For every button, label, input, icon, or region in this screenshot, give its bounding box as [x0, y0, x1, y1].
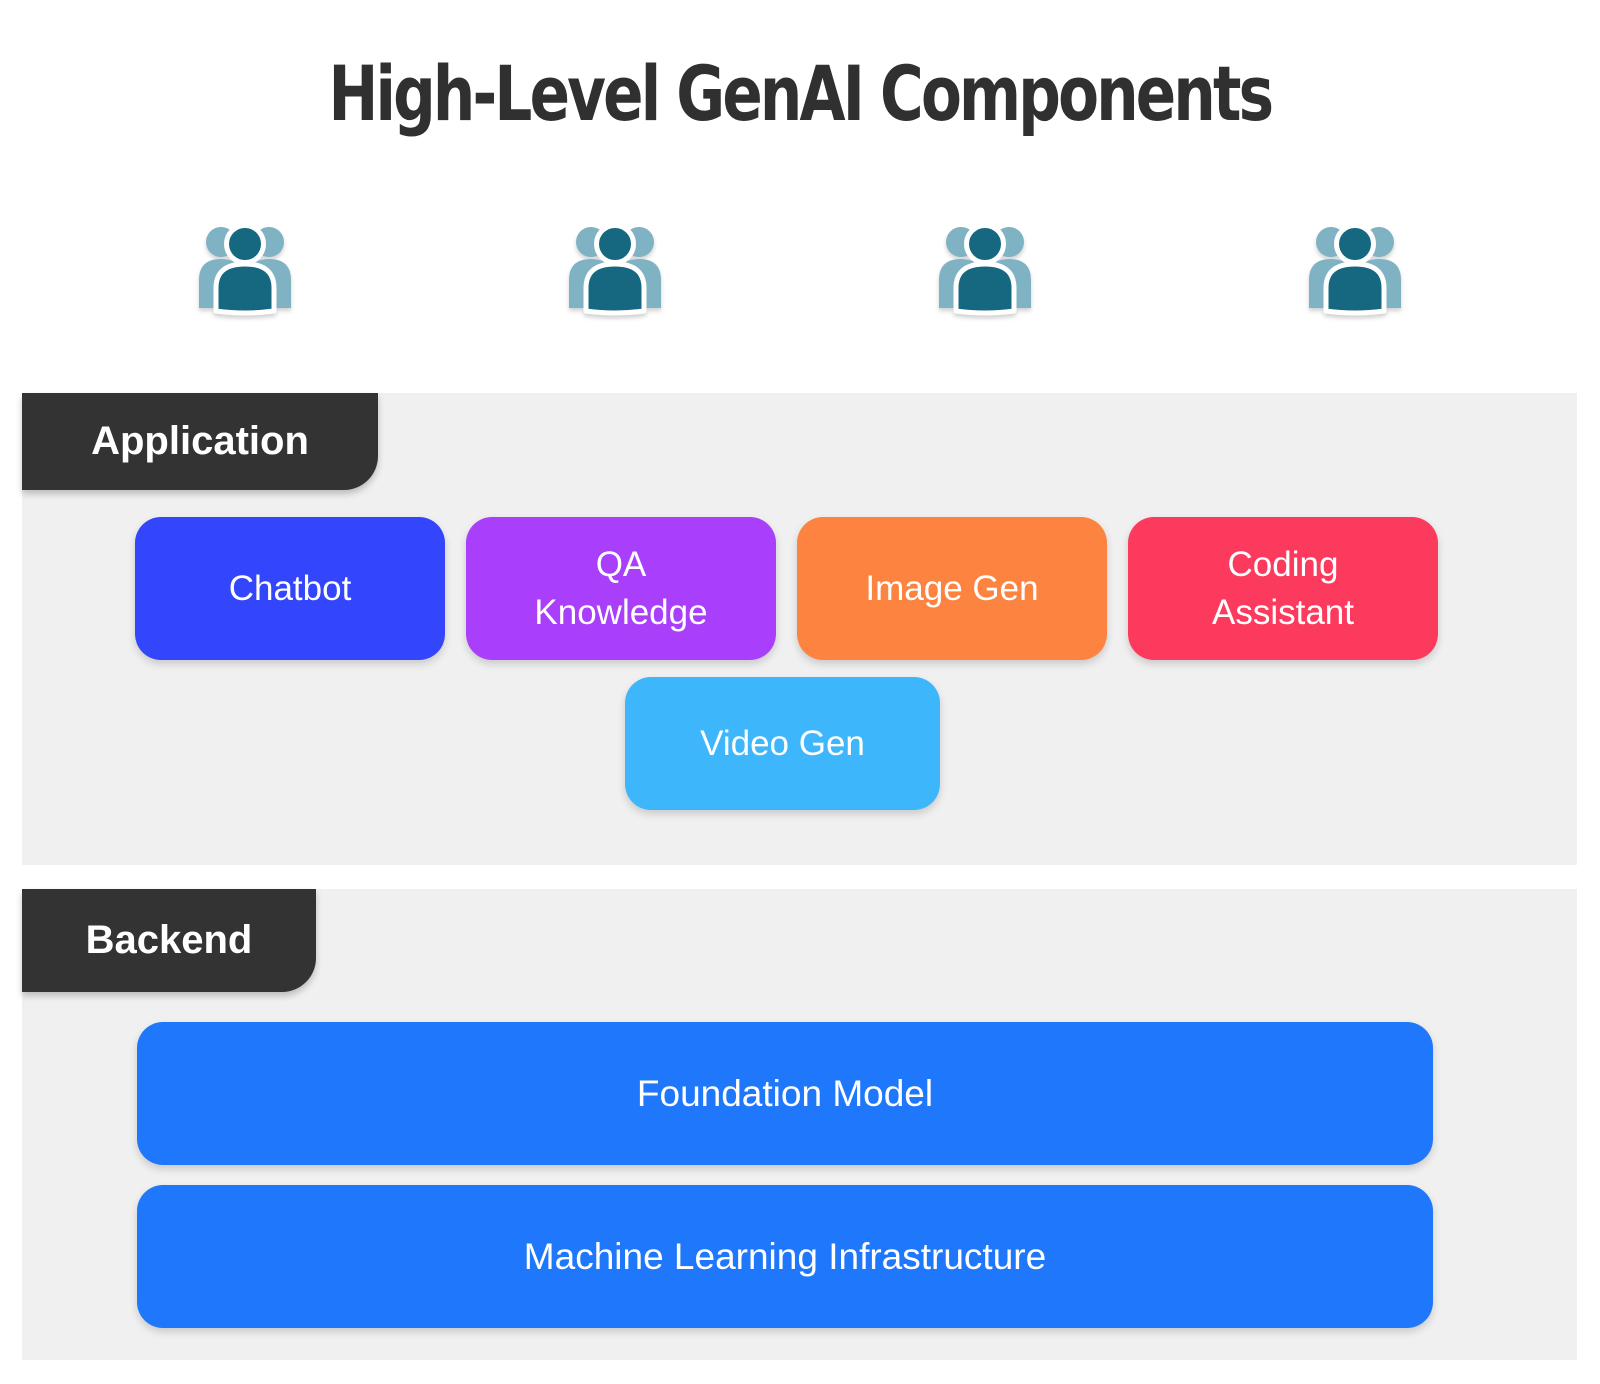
- backend-section: Backend Foundation Model Machine Learnin…: [22, 889, 1577, 1360]
- front-user-head: [964, 223, 1006, 265]
- front-user-head: [1334, 223, 1376, 265]
- box-image-gen: Image Gen: [797, 517, 1107, 660]
- backend-section-label: Backend: [22, 889, 316, 992]
- application-box-row: Chatbot QA Knowledge Image Gen Coding As…: [135, 517, 1438, 660]
- front-user-head: [594, 223, 636, 265]
- application-section-label: Application: [22, 393, 378, 490]
- box-video-gen: Video Gen: [625, 677, 940, 810]
- users-row: [185, 218, 1415, 318]
- user-group-icon: [939, 223, 1031, 316]
- user-group-icon: [199, 223, 291, 316]
- page-title-text: High-Level GenAI Components: [328, 51, 1275, 139]
- front-user: [953, 223, 1017, 316]
- application-section: Application Chatbot QA Knowledge Image G…: [22, 393, 1577, 865]
- user-group-icon: [1309, 223, 1401, 316]
- box-chatbot: Chatbot: [135, 517, 445, 660]
- box-ml-infrastructure: Machine Learning Infrastructure: [137, 1185, 1433, 1328]
- box-foundation-model: Foundation Model: [137, 1022, 1433, 1165]
- front-user: [213, 223, 277, 316]
- user-group-icon: [569, 223, 661, 316]
- front-user-body: [953, 261, 1017, 316]
- front-user-body: [213, 261, 277, 316]
- front-user-head: [224, 223, 266, 265]
- front-user: [583, 223, 647, 316]
- box-coding-assistant: Coding Assistant: [1128, 517, 1438, 660]
- front-user-body: [1323, 261, 1387, 316]
- front-user: [1323, 223, 1387, 316]
- page-title: High-Level GenAI Components: [0, 51, 1600, 138]
- front-user-body: [583, 261, 647, 316]
- box-qa-knowledge: QA Knowledge: [466, 517, 776, 660]
